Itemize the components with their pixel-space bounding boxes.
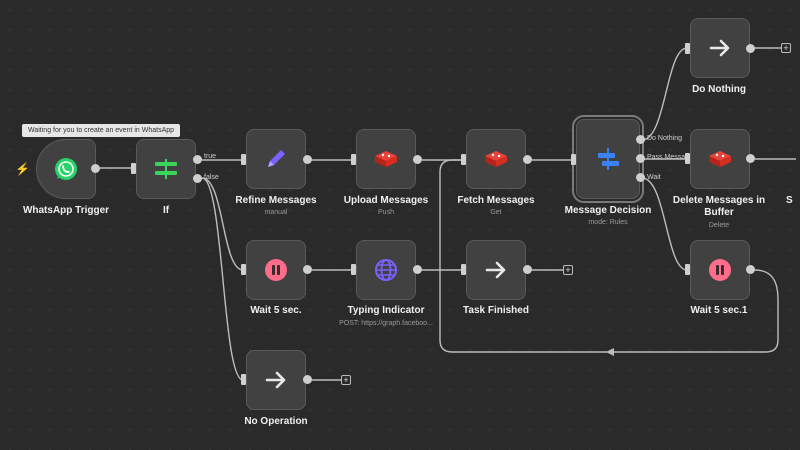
node-label: Wait 5 sec. <box>250 305 302 316</box>
branch-label-pass-message: Pass Message <box>647 154 693 161</box>
node-label: Do Nothing <box>692 84 746 95</box>
if-false-port[interactable] <box>193 174 202 183</box>
node-label: Fetch Messages <box>457 195 535 206</box>
arrow-right-icon <box>709 39 730 57</box>
node-subtitle: mode: Rules <box>588 219 628 226</box>
add-node-button[interactable]: + <box>781 43 791 53</box>
node-label: Task Finished <box>463 305 529 316</box>
arrow-right-icon <box>485 261 506 279</box>
fetch-input-port[interactable] <box>461 154 466 165</box>
task-finished-input-port[interactable] <box>461 264 466 275</box>
no-operation-input-port[interactable] <box>241 374 246 385</box>
redis-icon <box>709 151 731 167</box>
edge-wait1-loop <box>439 159 779 353</box>
decision-output-port-wait[interactable] <box>636 173 645 182</box>
edge-decision-donothing <box>641 47 688 141</box>
no-operation-output-port[interactable] <box>303 375 312 384</box>
node-subtitle: Push <box>378 209 394 216</box>
if-true-port[interactable] <box>193 155 202 164</box>
wait-output-port[interactable] <box>303 265 312 274</box>
branch-label-false: false <box>204 174 219 181</box>
redis-icon <box>485 151 507 167</box>
node-wait-5-sec-1[interactable] <box>690 240 750 300</box>
switch-icon <box>598 148 619 170</box>
pause-icon <box>709 259 731 281</box>
node-subtitle: Get <box>490 209 502 216</box>
node-fetch-messages[interactable] <box>466 129 526 189</box>
node-label-partial: S <box>786 195 793 206</box>
node-label: Upload Messages <box>343 195 429 206</box>
node-label: Wait 5 sec.1 <box>690 305 748 316</box>
delete-input-port[interactable] <box>685 153 690 164</box>
upload-input-port[interactable] <box>351 154 356 165</box>
node-label: Delete Messages in Buffer <box>672 195 766 218</box>
task-finished-output-port[interactable] <box>523 265 532 274</box>
arrow-right-icon <box>265 371 286 389</box>
do-nothing-output-port[interactable] <box>746 44 755 53</box>
if-icon <box>155 159 177 179</box>
node-if[interactable] <box>136 139 196 199</box>
node-upload-messages[interactable] <box>356 129 416 189</box>
node-delete-messages[interactable] <box>690 129 750 189</box>
edge-decision-wait1 <box>641 177 688 271</box>
decision-output-port-pass-message[interactable] <box>636 154 645 163</box>
typing-output-port[interactable] <box>413 265 422 274</box>
node-label: Typing Indicator <box>347 305 425 316</box>
fetch-output-port[interactable] <box>523 155 532 164</box>
node-message-decision[interactable] <box>572 115 644 203</box>
upload-output-port[interactable] <box>413 155 422 164</box>
node-no-operation[interactable] <box>246 350 306 410</box>
wait-input-port[interactable] <box>241 264 246 275</box>
whatsapp-icon <box>55 158 77 180</box>
add-node-button[interactable]: + <box>341 375 351 385</box>
wait1-input-port[interactable] <box>685 264 690 275</box>
pencil-icon <box>268 150 285 167</box>
trigger-bolt-icon: ⚡ <box>15 162 30 176</box>
typing-input-port[interactable] <box>351 264 356 275</box>
add-node-button[interactable]: + <box>563 265 573 275</box>
edge-if-wait <box>201 177 244 271</box>
node-subtitle: manual <box>264 209 288 216</box>
node-label: No Operation <box>244 416 308 427</box>
node-subtitle: Delete <box>708 222 730 229</box>
node-task-finished[interactable] <box>466 240 526 300</box>
node-label: Refine Messages <box>235 195 317 206</box>
branch-label-true: true <box>204 153 217 160</box>
trigger-tooltip: Waiting for you to create an event in Wh… <box>22 124 181 137</box>
node-whatsapp-trigger[interactable] <box>36 139 96 199</box>
node-subtitle: POST: https://graph.faceboo... <box>339 320 433 327</box>
node-label: Message Decision <box>564 205 652 216</box>
branch-label-wait: Wait <box>647 174 661 181</box>
refine-input-port[interactable] <box>241 154 246 165</box>
edge-if-nooperation <box>201 177 244 381</box>
node-refine-messages[interactable] <box>246 129 306 189</box>
node-label: WhatsApp Trigger <box>22 205 110 216</box>
refine-output-port[interactable] <box>303 155 312 164</box>
decision-input-port[interactable] <box>571 154 576 165</box>
delete-output-port[interactable] <box>746 154 755 163</box>
decision-output-port-do-nothing[interactable] <box>636 135 645 144</box>
node-label: If <box>162 205 170 216</box>
pause-icon <box>265 259 287 281</box>
node-do-nothing[interactable] <box>690 18 750 78</box>
redis-icon <box>375 151 397 167</box>
wait1-output-port[interactable] <box>746 265 755 274</box>
trigger-output-port[interactable] <box>91 164 100 173</box>
if-input-port[interactable] <box>131 163 136 174</box>
node-wait-5-sec[interactable] <box>246 240 306 300</box>
branch-label-do-nothing: Do Nothing <box>647 135 683 142</box>
globe-icon <box>375 259 397 281</box>
node-typing-indicator[interactable] <box>356 240 416 300</box>
do-nothing-input-port[interactable] <box>685 43 690 54</box>
